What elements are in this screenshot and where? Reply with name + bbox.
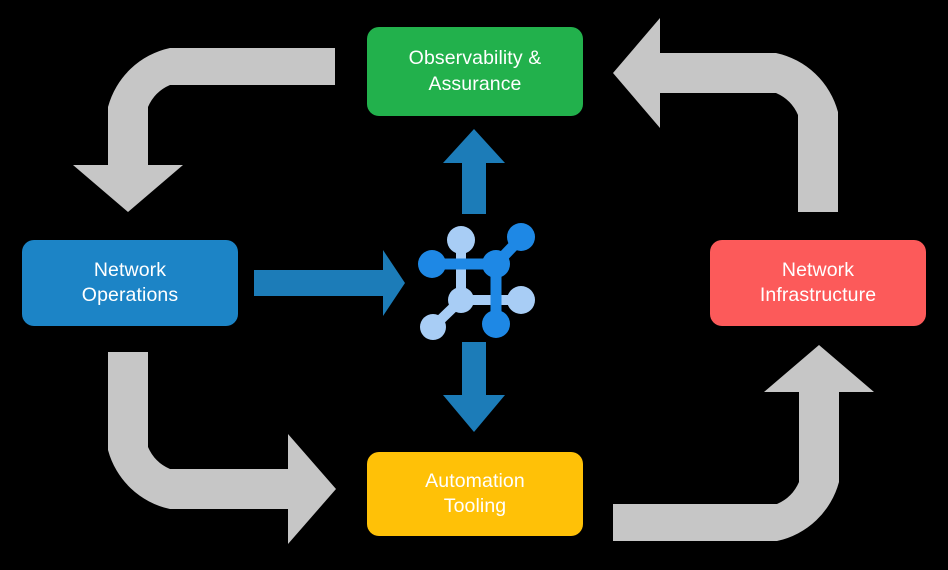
node-box-observability[interactable]: Observability & Assurance: [367, 27, 583, 116]
blue-arrow-center-to-automation: [443, 342, 505, 432]
blue-arrow-center-to-observability: [443, 129, 505, 214]
blue-arrow-operations-to-center: [254, 250, 405, 316]
gray-arrow-operations-to-automation: [108, 352, 336, 544]
node-box-automation-tooling[interactable]: Automation Tooling: [367, 452, 583, 536]
node-box-network-operations[interactable]: Network Operations: [22, 240, 238, 326]
network-topology-icon: [418, 223, 535, 340]
gray-arrow-observability-to-operations: [73, 48, 335, 212]
node-box-network-infrastructure[interactable]: Network Infrastructure: [710, 240, 926, 326]
gray-arrow-infrastructure-to-observability: [613, 18, 838, 212]
gray-arrow-automation-to-infrastructure: [613, 345, 874, 541]
